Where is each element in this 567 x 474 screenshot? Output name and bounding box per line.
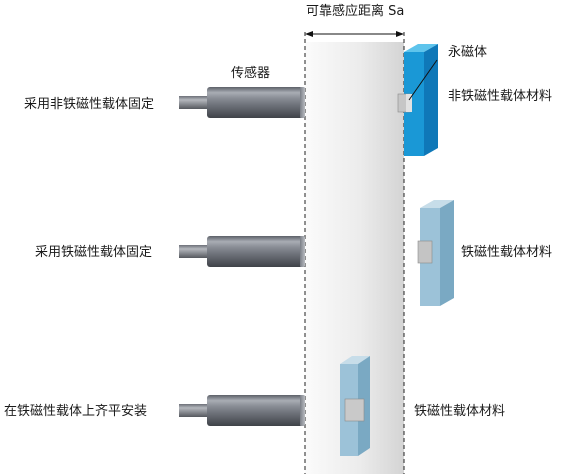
target-1-nonferro-carrier — [397, 44, 438, 156]
permanent-magnet — [397, 93, 412, 113]
sensing-distance-arrow — [305, 31, 404, 37]
sensor-3 — [179, 395, 305, 426]
magnet-callout-line — [408, 59, 438, 101]
row-3-mount-label: 在铁磁性载体上齐平安装 — [4, 404, 148, 419]
row-3-target-label: 铁磁性载体材料 — [414, 404, 506, 419]
magnet-label: 永磁体 — [448, 45, 488, 60]
target-3-ferro-carrier — [340, 356, 370, 456]
row-1-target-label: 非铁磁性载体材料 — [448, 89, 553, 104]
target-2-magnet — [417, 240, 433, 264]
sensor-2 — [179, 236, 305, 267]
row-2-mount-label: 采用铁磁性载体固定 — [35, 245, 153, 260]
target-2-ferro-carrier — [417, 200, 454, 306]
sensor-label: 传感器 — [231, 66, 271, 81]
sensing-distance-label: 可靠感应距离 Sa — [306, 4, 405, 19]
target-3-magnet — [344, 398, 365, 422]
row-2-target-label: 铁磁性载体材料 — [461, 245, 553, 260]
sensor-1 — [179, 87, 305, 118]
row-1-mount-label: 采用非铁磁性载体固定 — [24, 97, 155, 112]
